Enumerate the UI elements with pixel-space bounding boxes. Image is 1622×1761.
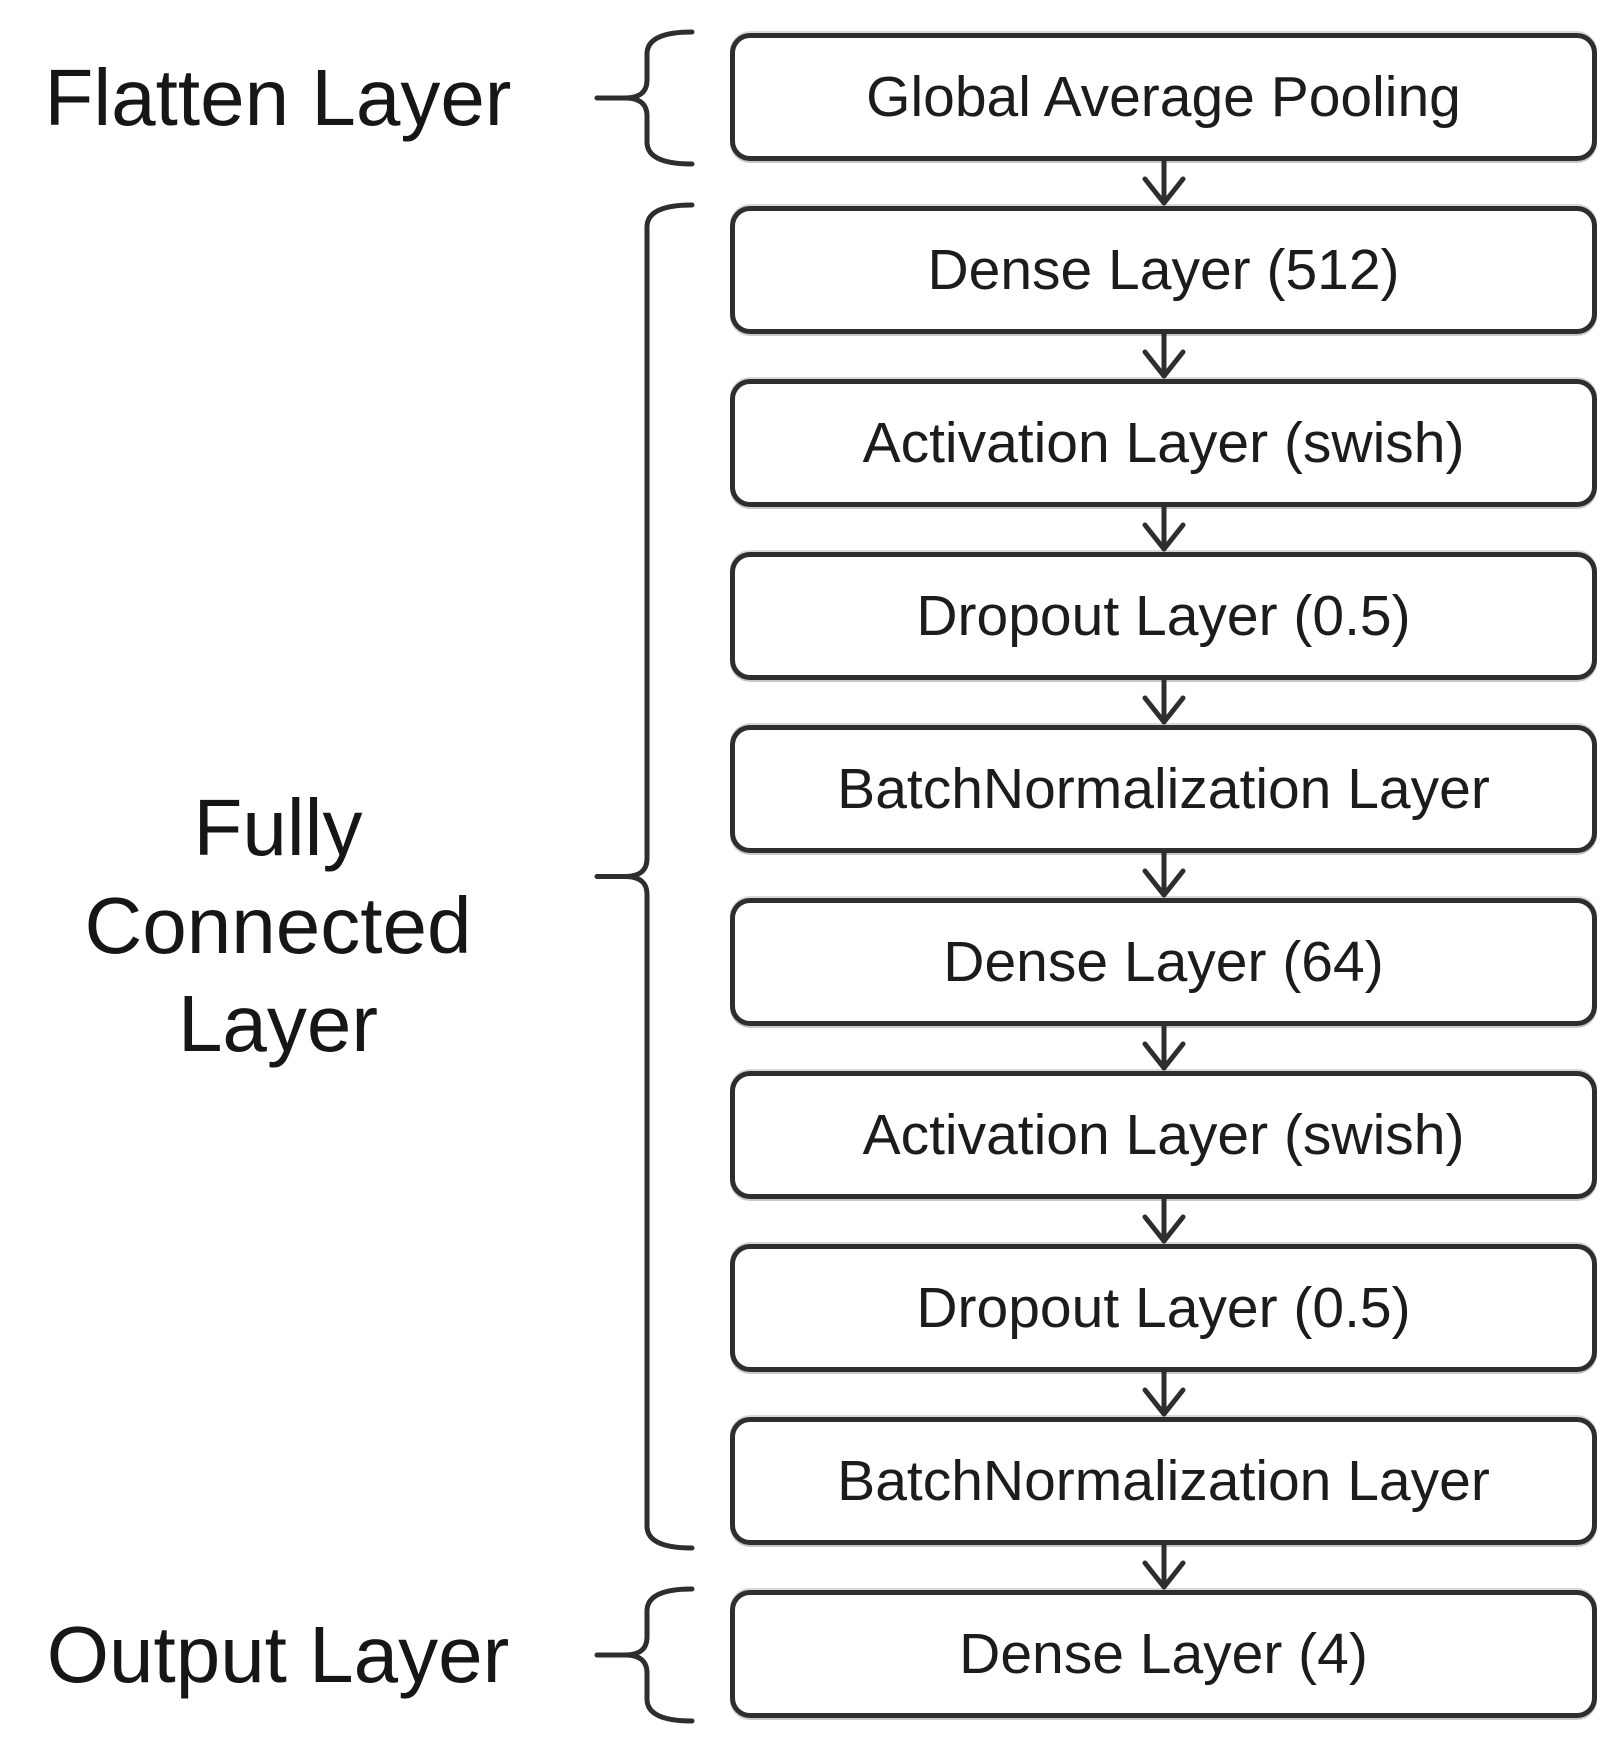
layer-box-label: Global Average Pooling: [866, 65, 1461, 129]
layer-box: Dropout Layer (0.5): [730, 552, 1597, 680]
arrow-down-icon: [1142, 1021, 1186, 1071]
group-label: Flatten Layer: [44, 53, 512, 142]
layer-box: Global Average Pooling: [730, 33, 1597, 161]
arrow-down-icon: [1142, 1540, 1186, 1590]
layer-box-label: Dense Layer (64): [943, 930, 1384, 994]
layer-box-label: Activation Layer (swish): [862, 411, 1465, 475]
layer-box: Dense Layer (512): [730, 206, 1597, 334]
layer-box-label: Dropout Layer (0.5): [916, 584, 1411, 648]
curly-brace-icon: [594, 1586, 695, 1724]
layer-box: BatchNormalization Layer: [730, 1417, 1597, 1545]
arrow-down-icon: [1142, 329, 1186, 379]
layer-box-label: Dense Layer (512): [927, 238, 1400, 302]
arrow-down-icon: [1142, 156, 1186, 206]
layer-box: BatchNormalization Layer: [730, 725, 1597, 853]
arrow-down-icon: [1142, 848, 1186, 898]
layer-box-label: BatchNormalization Layer: [837, 757, 1490, 821]
layer-box: Dense Layer (64): [730, 898, 1597, 1026]
layer-box-label: Dense Layer (4): [959, 1622, 1368, 1686]
arrow-down-icon: [1142, 1194, 1186, 1244]
arrow-down-icon: [1142, 675, 1186, 725]
layer-box-label: BatchNormalization Layer: [837, 1449, 1490, 1513]
curly-brace-icon: [594, 29, 695, 167]
layer-box: Activation Layer (swish): [730, 379, 1597, 507]
layer-box: Dropout Layer (0.5): [730, 1244, 1597, 1372]
layer-box: Dense Layer (4): [730, 1590, 1597, 1718]
curly-brace-icon: [594, 202, 695, 1551]
layer-box-label: Activation Layer (swish): [862, 1103, 1465, 1167]
group-label: Fully Connected Layer: [84, 782, 472, 1068]
layer-box: Activation Layer (swish): [730, 1071, 1597, 1199]
arrow-down-icon: [1142, 502, 1186, 552]
arrow-down-icon: [1142, 1367, 1186, 1417]
layer-box-label: Dropout Layer (0.5): [916, 1276, 1411, 1340]
group-label: Output Layer: [46, 1610, 510, 1699]
